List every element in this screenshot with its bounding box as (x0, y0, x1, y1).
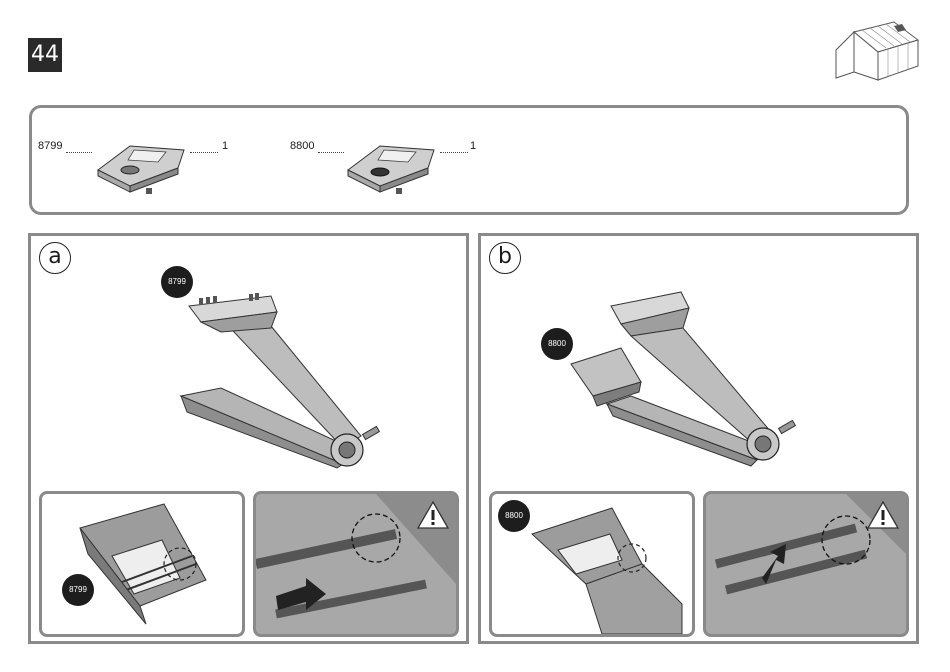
warning-triangle-icon (416, 500, 450, 530)
detail-view-left: 8799 (39, 491, 245, 637)
detail-view-right (703, 491, 909, 637)
detail-view-left: 8800 (489, 491, 695, 637)
part-callout: 8799 (62, 574, 94, 606)
parts-list-box: 8799 1 8800 1 (29, 105, 909, 215)
bracket-assembly-illustration (481, 236, 916, 486)
part-8799-image (90, 128, 190, 198)
leader-line (190, 152, 218, 153)
detail-view-right (253, 491, 459, 637)
part-quantity: 1 (222, 140, 228, 152)
greenhouse-outline-icon (832, 20, 922, 82)
detail-bracket-illustration (42, 494, 242, 634)
step-panel-a: a 8799 8799 (28, 233, 469, 644)
step-panel-b: b 8800 8800 (478, 233, 919, 644)
step-number: 44 (28, 38, 62, 72)
part-code: 8799 (38, 140, 62, 152)
part-callout: 8799 (161, 266, 193, 298)
part-quantity: 1 (470, 140, 476, 152)
warning-triangle-icon (866, 500, 900, 530)
leader-line (66, 152, 92, 153)
part-callout: 8800 (541, 328, 573, 360)
leader-line (440, 152, 468, 153)
part-callout: 8800 (498, 500, 530, 532)
bracket-assembly-illustration (31, 236, 466, 486)
part-8800-image (340, 128, 440, 198)
part-code: 8800 (290, 140, 314, 152)
